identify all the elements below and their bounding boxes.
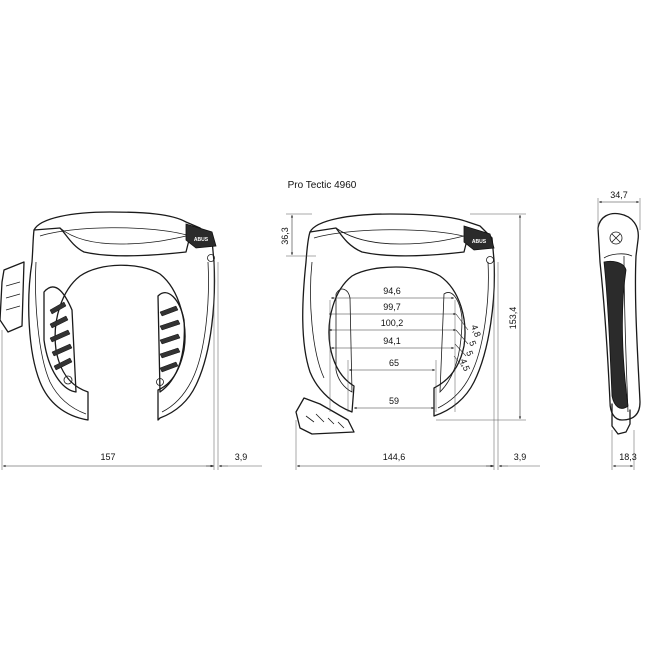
left-lock-cylinder: [185, 223, 217, 249]
dim-left-thickness: 3,9: [235, 452, 248, 462]
dim-inner-94-6: 94,6: [383, 286, 401, 296]
left-lock-panel-right: [157, 292, 186, 393]
middle-lock-view: ABUS: [295, 213, 495, 435]
left-lock-housing: [33, 227, 191, 257]
svg-text:ABUS: ABUS: [472, 239, 487, 245]
middle-lock-housing: [309, 227, 469, 257]
side-dimensions: 34,7 18,3: [597, 190, 641, 470]
dim-step-3: 5: [464, 349, 475, 357]
dim-inner-94-1: 94,1: [383, 336, 401, 346]
dim-total-height: 153,4: [508, 307, 518, 330]
left-dimensions: 157 3,9: [1, 262, 262, 470]
dim-step-4: 4,5: [458, 357, 472, 372]
dim-inner-65: 65: [389, 358, 399, 368]
dim-side-depth: 34,7: [610, 190, 628, 200]
middle-lock-outer: [302, 213, 495, 417]
left-lock-panel-left: [43, 286, 77, 393]
middle-lock-cylinder: [463, 225, 495, 251]
dim-middle-width: 144,6: [383, 452, 406, 462]
dim-inner-59: 59: [389, 396, 399, 406]
dim-left-width: 157: [100, 452, 115, 462]
side-lock-view: [597, 212, 641, 435]
middle-lock-clip: [295, 397, 355, 435]
dim-middle-thickness: 3,9: [514, 452, 527, 462]
left-lock-clip: [0, 261, 25, 333]
dim-height-top: 36,3: [280, 227, 290, 245]
left-lock-view: ABUS: [0, 211, 217, 421]
middle-inner-dimensions: 94,6 99,7 100,2 94,1 65 59 4,8 5 5 4,5: [329, 286, 483, 412]
side-lock-bottom-clip: [611, 403, 631, 435]
middle-outer-dimensions: 36,3 153,4 144,6 3,9: [280, 213, 540, 470]
product-title: Pro Tectic 4960: [288, 180, 357, 191]
dim-inner-99-7: 99,7: [383, 302, 401, 312]
dim-step-1: 4,8: [469, 323, 483, 338]
dim-step-2: 5: [467, 339, 478, 347]
dim-inner-100-2: 100,2: [381, 318, 404, 328]
side-lock-body: [597, 212, 641, 421]
dim-side-bottom: 18,3: [619, 452, 637, 462]
svg-text:ABUS: ABUS: [194, 237, 209, 243]
